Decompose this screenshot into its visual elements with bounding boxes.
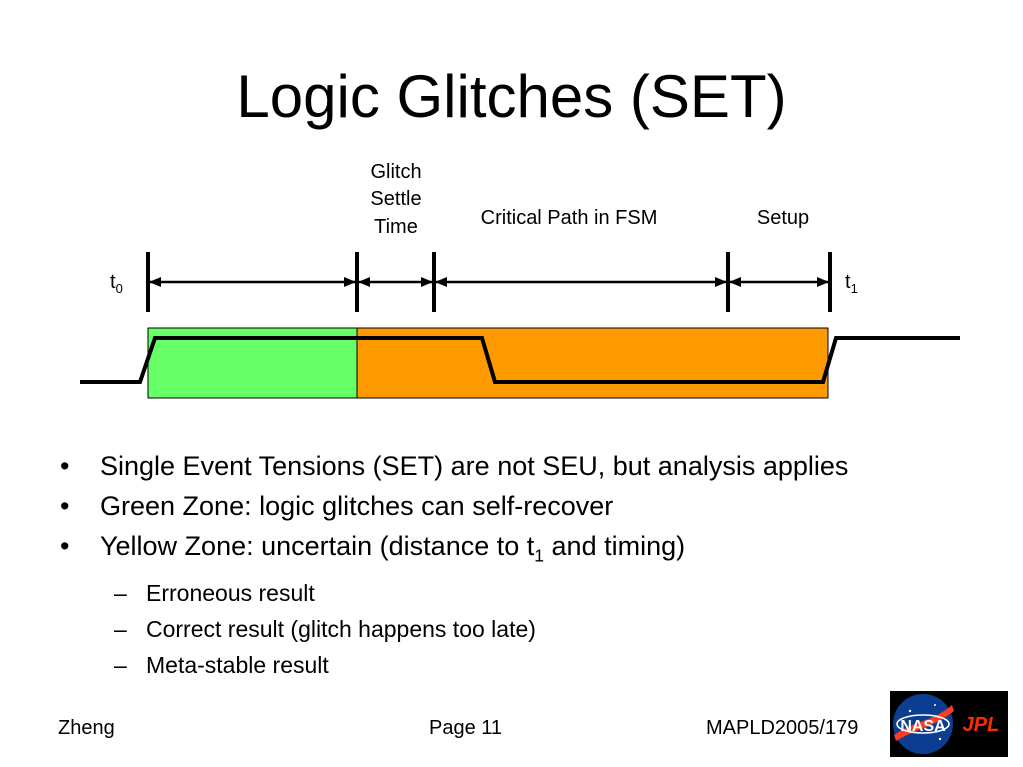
sub-bullet-text: Correct result (glitch happens too late) xyxy=(146,616,536,643)
footer-page-number: Page 11 xyxy=(429,717,503,739)
bullet-mark: • xyxy=(60,451,70,481)
label-t1-sub: 1 xyxy=(851,281,858,296)
bullet-text-sub: 1 xyxy=(534,545,545,566)
dash-mark: – xyxy=(114,652,127,679)
dash-mark: – xyxy=(114,580,127,607)
yellow-zone xyxy=(356,327,829,399)
label-t0-base: t xyxy=(110,271,116,293)
bullet-text: Single Event Tensions (SET) are not SEU,… xyxy=(100,451,849,481)
footer-author: Zheng xyxy=(58,717,115,739)
label-t1: t1 xyxy=(845,271,858,296)
sub-bullet-item: – Correct result (glitch happens too lat… xyxy=(60,611,848,647)
bullet-item: • Single Event Tensions (SET) are not SE… xyxy=(60,446,848,486)
sub-bullet-item: – Meta-stable result xyxy=(60,647,848,683)
bullet-item: • Yellow Zone: uncertain (distance to t1… xyxy=(60,526,848,575)
bullet-text-pre: Yellow Zone: uncertain (distance to t xyxy=(100,531,535,561)
label-glitch-line3: Time xyxy=(374,216,418,238)
bullet-text-post: and timing) xyxy=(544,531,686,561)
bullet-text: Green Zone: logic glitches can self-reco… xyxy=(100,491,614,521)
label-t0: t0 xyxy=(110,271,123,296)
bullet-mark: • xyxy=(60,531,70,561)
jpl-wordmark: JPL xyxy=(963,714,1000,736)
signal-waveform xyxy=(80,336,960,384)
footer-conference-id: MAPLD2005/179 xyxy=(706,717,859,739)
label-critical-path: Critical Path in FSM xyxy=(481,207,658,229)
bullet-mark: • xyxy=(60,491,70,521)
sub-bullet-text: Meta-stable result xyxy=(146,652,329,679)
label-t1-base: t xyxy=(845,271,851,293)
sub-bullet-item: – Erroneous result xyxy=(60,575,848,611)
label-setup: Setup xyxy=(757,207,809,229)
bullet-item: • Green Zone: logic glitches can self-re… xyxy=(60,486,848,526)
slide-title: Logic Glitches (SET) xyxy=(236,63,787,130)
nasa-wordmark: NASA xyxy=(900,718,946,735)
label-glitch-line1: Glitch xyxy=(370,161,421,183)
timing-diagram: Glitch Settle Time Critical Path in FSM … xyxy=(80,161,960,399)
bullet-list: • Single Event Tensions (SET) are not SE… xyxy=(60,446,848,683)
label-glitch-line2: Settle xyxy=(370,188,421,210)
dash-mark: – xyxy=(114,616,127,643)
label-t0-sub: 0 xyxy=(116,281,123,296)
nasa-jpl-logo: NASA JPL xyxy=(890,691,1008,757)
sub-bullet-text: Erroneous result xyxy=(146,580,315,607)
